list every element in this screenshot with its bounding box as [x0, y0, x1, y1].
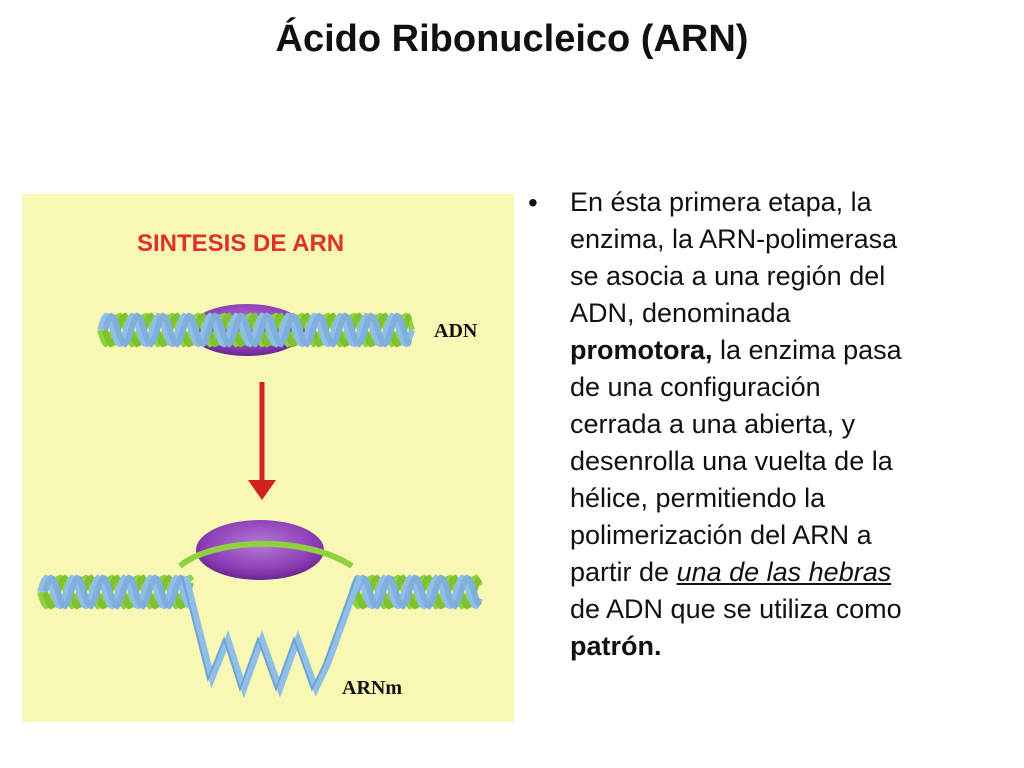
bullet-line: enzima, la ARN-polimerasa [570, 224, 898, 254]
rna-synthesis-figure: SINTESIS DE ARN ADN [22, 194, 514, 722]
bullet-line: desenrolla una vuelta de la [570, 446, 893, 476]
bold-promotora: promotora, [570, 335, 713, 365]
bullet-fragment: la enzima pasa [712, 335, 902, 365]
bullet-text: En ésta primera etapa, la enzima, la ARN… [570, 184, 962, 665]
down-arrow-icon [248, 382, 276, 500]
bullet-line: de una configuración [570, 372, 821, 402]
bullet-list: • En ésta primera etapa, la enzima, la A… [528, 184, 998, 665]
slide-title: Ácido Ribonucleico (ARN) [275, 18, 749, 60]
bullet-line: hélice, permitiendo la [570, 483, 826, 513]
bullet-dot-icon: • [528, 187, 538, 218]
bullet-item: • En ésta primera etapa, la enzima, la A… [528, 184, 998, 665]
figure-heading: SINTESIS DE ARN [137, 230, 344, 257]
dna-helix-bottom-left [37, 574, 195, 610]
bullet-fragment: partir de [570, 557, 677, 587]
bullet-line: promotora, la enzima pasa [570, 332, 962, 369]
bold-patron: patrón. [570, 631, 662, 661]
bullet-line: ADN, denominada [570, 298, 791, 328]
label-arnm: ARNm [342, 677, 402, 699]
bullet-line: partir de una de las hebras [570, 554, 962, 591]
bullet-line: de ADN que se utiliza como [570, 594, 902, 624]
rna-synthesis-diagram: SINTESIS DE ARN ADN [37, 230, 483, 699]
underlined-hebras: una de las hebras [676, 557, 892, 587]
bullet-line: polimerización del ARN a [570, 520, 872, 550]
label-adn: ADN [434, 320, 478, 342]
template-strand-green [178, 540, 354, 569]
dna-helix-bottom-right [349, 574, 483, 610]
bullet-line: cerrada a una abierta, y [570, 409, 856, 439]
bullet-line: patrón. [570, 628, 962, 665]
rna-polymerase-enzyme [196, 520, 324, 580]
dna-helix-top [97, 312, 415, 348]
mrna-strand [181, 574, 363, 699]
bullet-line: En ésta primera etapa, la [570, 187, 872, 217]
bullet-line: se asocia a una región del [570, 261, 886, 291]
